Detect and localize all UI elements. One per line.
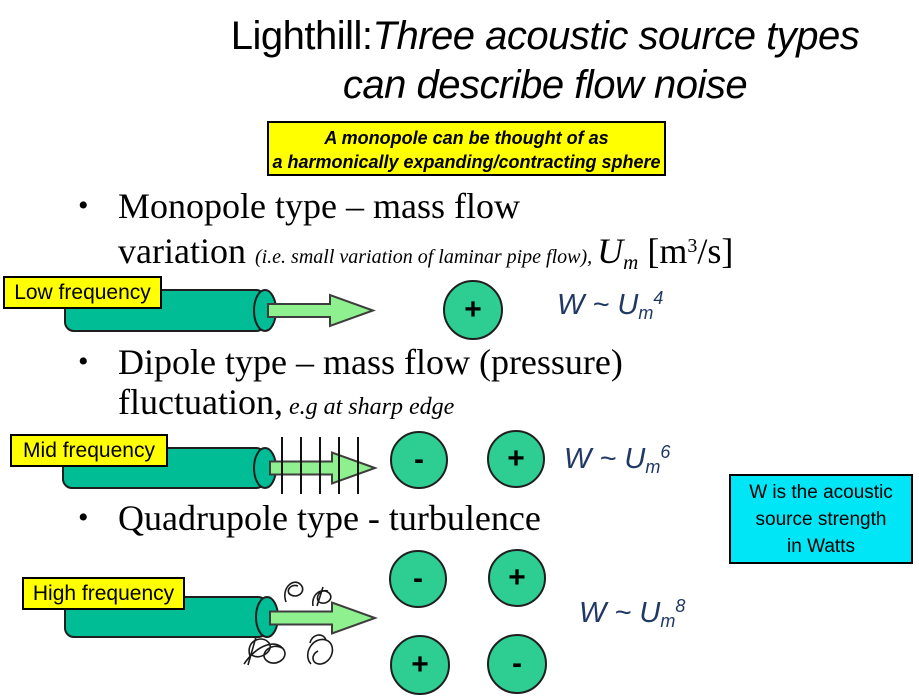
bullet-dipole-line2: fluctuation, e.g at sharp edge [118,382,623,427]
pressure-wave-hash-marks [281,437,359,494]
watts-note-line1: W is the acoustic [749,482,893,503]
watts-note-line3: in Watts [787,536,855,557]
title-author: Lighthill: [230,14,373,58]
quadrupole-circle-top-left: - [389,550,447,608]
monopole-circle: + [443,280,503,340]
quadrupole-circle-bottom-left: + [390,635,450,695]
dipole-power-formula: W ~ Um6 [564,442,670,478]
flow-arrow-icon [267,293,376,328]
bullet-monopole-line2: variation (i.e. small variation of lamin… [118,226,733,282]
formula-lead: W ~ U [557,289,639,321]
acoustic-strength-note-box: W is the acoustic source strength in Wat… [729,474,913,564]
low-frequency-label: Low frequency [3,276,162,309]
page-title: Lighthill:Three acoustic source types ca… [175,12,915,110]
bullet-dipole: • Dipole type – mass flow (pressure) flu… [78,342,623,427]
dipole-aside: e.g at sharp edge [282,394,455,420]
unit-exponent: 3 [687,235,698,257]
dipole-line2-lead: fluctuation, [118,382,283,422]
quadrupole-power-formula: W ~ Um8 [579,596,685,632]
bullet-monopole-line1: Monopole type – mass flow [118,186,520,226]
title-line2: can describe flow noise [342,63,748,107]
monopole-line2-lead: variation [118,231,255,271]
bullet-dot: • [78,189,89,222]
unit-close: /s] [697,231,734,271]
title-line1: Lighthill:Three acoustic source types [175,12,915,61]
high-frequency-label: High frequency [22,577,185,610]
dipole-circle-plus: + [487,430,545,488]
mid-frequency-label: Mid frequency [10,434,168,467]
watts-note-line2: source strength [755,509,887,530]
bullet-monopole-text: Monopole type – mass flow variation (i.e… [118,186,733,282]
monopole-note-box: A monopole can be thought of as a harmon… [267,121,666,176]
bullet-dot: • [78,501,89,534]
bullet-dipole-text: Dipole type – mass flow (pressure) fluct… [118,342,623,427]
formula-sub: m [638,303,654,323]
formula-sub: m [660,611,676,631]
dipole-circle-minus: - [390,431,448,489]
monopole-note-line2: a harmonically expanding/contracting sph… [272,152,661,172]
formula-sup: 4 [653,288,664,308]
bullet-monopole: • Monopole type – mass flow variation (i… [78,186,733,282]
title-subtitle: Three acoustic source types [372,14,860,58]
bullet-quadrupole-line1: Quadrupole type - turbulence [118,498,541,538]
formula-sup: 6 [660,442,671,462]
formula-lead: W ~ U [564,443,646,475]
bullet-quadrupole: • Quadrupole type - turbulence [78,498,541,538]
monopole-aside: (i.e. small variation of laminar pipe fl… [254,246,598,268]
quadrupole-circle-bottom-right: - [487,634,547,694]
formula-sup: 8 [675,596,686,616]
monopole-power-formula: W ~ Um4 [557,288,663,324]
um-subscript: m [623,250,639,274]
quadrupole-circle-top-right: + [488,549,546,607]
flow-arrow-icon [269,451,378,485]
flow-arrow-icon [269,601,378,635]
unit-open: [m [638,231,688,271]
bullet-dipole-line1: Dipole type – mass flow (pressure) [118,342,623,382]
monopole-note-line1: A monopole can be thought of as [324,128,609,148]
turbulence-squiggles-icon [243,581,334,666]
bullet-dot: • [78,345,89,378]
um-symbol: U [597,231,624,271]
formula-sub: m [645,457,661,477]
formula-lead: W ~ U [579,597,661,629]
